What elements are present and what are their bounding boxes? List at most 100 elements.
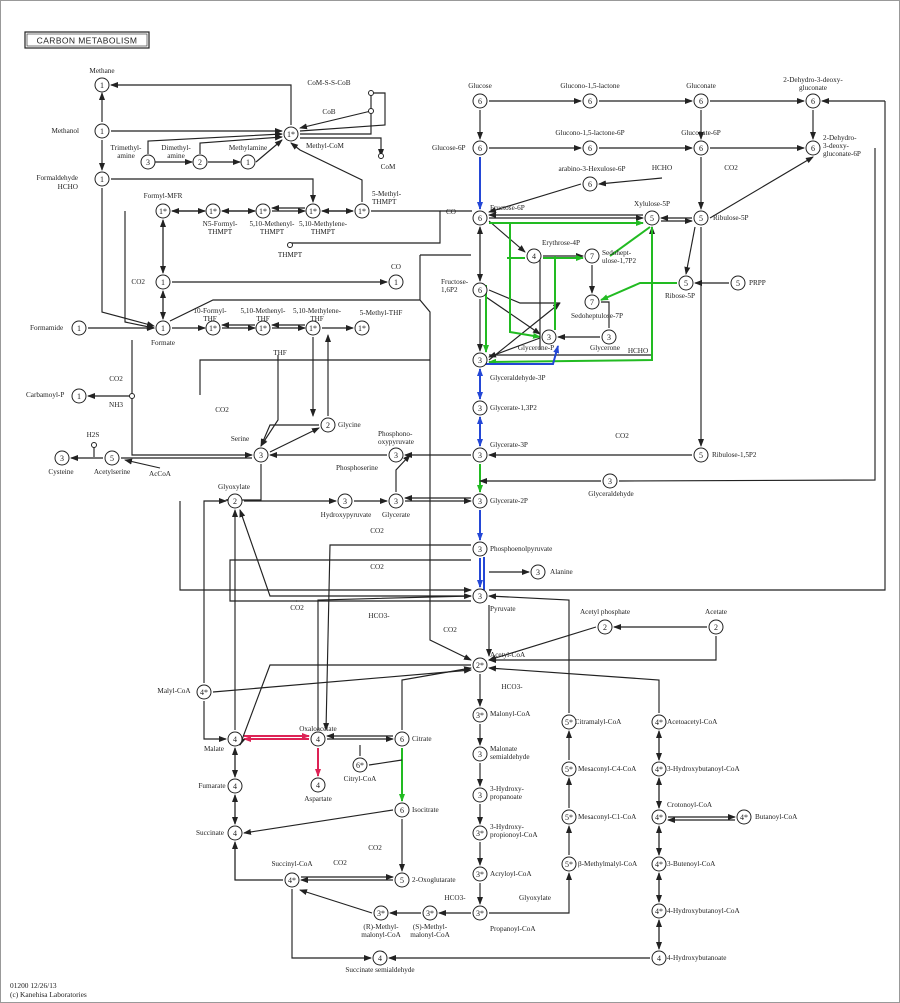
enzyme-node-r5p[interactable]: 5: [678, 275, 694, 291]
enzyme-node-methylamine[interactable]: 1: [240, 154, 256, 170]
enzyme-node-f6p[interactable]: 6: [472, 210, 488, 226]
enzyme-node-formamide[interactable]: 1: [71, 320, 87, 336]
node-circle: [472, 657, 488, 673]
enzyme-node-glyald[interactable]: 3: [602, 473, 618, 489]
enzyme-node-acac[interactable]: 4*: [651, 714, 667, 730]
enzyme-node-og[interactable]: 5: [394, 872, 410, 888]
enzyme-node-ssa[interactable]: 4: [372, 950, 388, 966]
enzyme-node-510mle[interactable]: 1*: [305, 203, 321, 219]
enzyme-node-glclac[interactable]: 6: [582, 93, 598, 109]
enzyme-node-gap[interactable]: 3: [472, 352, 488, 368]
enzyme-node-asp[interactable]: 4: [310, 777, 326, 793]
node-circle: [472, 210, 488, 226]
enzyme-node-510mlthf[interactable]: 1*: [305, 320, 321, 336]
enzyme-node-3hbc[interactable]: 4*: [651, 761, 667, 777]
enzyme-node-acser[interactable]: 5: [104, 450, 120, 466]
enzyme-node-msa[interactable]: 3: [472, 746, 488, 762]
enzyme-node-510me[interactable]: 1*: [255, 203, 271, 219]
enzyme-node-acetate[interactable]: 2: [708, 619, 724, 635]
enzyme-node-glycine[interactable]: 2: [320, 417, 336, 433]
enzyme-node-kdg[interactable]: 6: [805, 93, 821, 109]
enzyme-node-formald[interactable]: 1: [94, 171, 110, 187]
node-circle: [354, 203, 370, 219]
enzyme-node-oaa[interactable]: 4: [310, 731, 326, 747]
enzyme-node-prpp[interactable]: 5: [730, 275, 746, 291]
enzyme-node-glyox[interactable]: 2: [227, 493, 243, 509]
enzyme-node-glycerone[interactable]: 3: [601, 329, 617, 345]
enzyme-node-hpyr[interactable]: 3: [337, 493, 353, 509]
enzyme-node-fmfr[interactable]: 1*: [155, 203, 171, 219]
enzyme-node-fumarate[interactable]: 4: [227, 778, 243, 794]
enzyme-node-methanol[interactable]: 1: [94, 123, 110, 139]
enzyme-node-com[interactable]: 1*: [283, 126, 299, 142]
compound-label: NH3: [109, 401, 123, 409]
enzyme-node-4hb[interactable]: 4: [651, 950, 667, 966]
node-label: 4*: [288, 876, 296, 885]
enzyme-node-3hpc[interactable]: 3*: [472, 825, 488, 841]
enzyme-node-dimeth[interactable]: 2: [192, 154, 208, 170]
enzyme-node-5mthmpt[interactable]: 1*: [354, 203, 370, 219]
enzyme-node-10fthf[interactable]: 1*: [205, 320, 221, 336]
enzyme-node-citrate[interactable]: 6: [394, 731, 410, 747]
enzyme-node-cys[interactable]: 3: [54, 450, 70, 466]
enzyme-node-4hbc[interactable]: 4*: [651, 903, 667, 919]
enzyme-node-s17p[interactable]: 7: [584, 248, 600, 264]
enzyme-node-rubp[interactable]: 5: [693, 447, 709, 463]
enzyme-node-crot[interactable]: 4*: [651, 809, 667, 825]
enzyme-node-3pg[interactable]: 3: [472, 447, 488, 463]
enzyme-node-n5f[interactable]: 1*: [205, 203, 221, 219]
enzyme-node-glucose[interactable]: 6: [472, 93, 488, 109]
enzyme-node-phser[interactable]: 3: [388, 447, 404, 463]
enzyme-node-citrylcoa[interactable]: 6*: [352, 757, 368, 773]
enzyme-node-ahex[interactable]: 6: [582, 176, 598, 192]
enzyme-node-malate[interactable]: 4: [227, 731, 243, 747]
enzyme-node-acoa[interactable]: 2*: [472, 657, 488, 673]
enzyme-node-13bpg[interactable]: 3: [472, 400, 488, 416]
enzyme-node-bmm[interactable]: 5*: [561, 856, 577, 872]
enzyme-node-fbp[interactable]: 6: [472, 282, 488, 298]
enzyme-node-propc[interactable]: 3*: [472, 905, 488, 921]
enzyme-node-methane[interactable]: 1: [94, 77, 110, 93]
node-label: 6: [699, 97, 703, 106]
enzyme-node-co[interactable]: 1: [388, 274, 404, 290]
enzyme-node-succ[interactable]: 4: [227, 825, 243, 841]
enzyme-node-butcoa[interactable]: 4*: [736, 809, 752, 825]
enzyme-node-s7p[interactable]: 7: [584, 294, 600, 310]
enzyme-node-ru5p[interactable]: 5: [693, 210, 709, 226]
enzyme-node-e4p[interactable]: 4: [526, 248, 542, 264]
enzyme-node-smm[interactable]: 3*: [422, 905, 438, 921]
enzyme-node-3butc[interactable]: 4*: [651, 856, 667, 872]
enzyme-node-x5p[interactable]: 5: [644, 210, 660, 226]
enzyme-node-mesc1[interactable]: 5*: [561, 809, 577, 825]
enzyme-node-malylcoa[interactable]: 4*: [196, 684, 212, 700]
enzyme-node-acp[interactable]: 2: [597, 619, 613, 635]
enzyme-node-mesc4[interactable]: 5*: [561, 761, 577, 777]
enzyme-node-gluconate[interactable]: 6: [693, 93, 709, 109]
enzyme-node-succoa[interactable]: 4*: [284, 872, 300, 888]
enzyme-node-2pg[interactable]: 3: [472, 493, 488, 509]
enzyme-node-acrc[interactable]: 3*: [472, 866, 488, 882]
enzyme-node-serine[interactable]: 3: [253, 447, 269, 463]
enzyme-node-510methf[interactable]: 1*: [255, 320, 271, 336]
enzyme-node-g6p[interactable]: 6: [472, 140, 488, 156]
enzyme-node-3hp[interactable]: 3: [472, 787, 488, 803]
compound-label: Phosphoenolpyruvate: [490, 545, 552, 553]
enzyme-node-kdpg[interactable]: 6: [805, 140, 821, 156]
enzyme-node-malonylcoa[interactable]: 3*: [472, 707, 488, 723]
enzyme-node-dhap[interactable]: 3: [541, 329, 557, 345]
enzyme-node-5mthf[interactable]: 1*: [354, 320, 370, 336]
enzyme-node-trimeth[interactable]: 3: [140, 154, 156, 170]
enzyme-node-carbp[interactable]: 1: [71, 388, 87, 404]
enzyme-node-formate[interactable]: 1: [155, 320, 171, 336]
enzyme-node-ala[interactable]: 3: [530, 564, 546, 580]
enzyme-node-citmal[interactable]: 5*: [561, 714, 577, 730]
enzyme-node-pyr[interactable]: 3: [472, 588, 488, 604]
enzyme-node-rmm[interactable]: 3*: [373, 905, 389, 921]
enzyme-node-gluc6p[interactable]: 6: [693, 140, 709, 156]
enzyme-node-glycerate[interactable]: 3: [388, 493, 404, 509]
enzyme-node-glclac6p[interactable]: 6: [582, 140, 598, 156]
enzyme-node-co2a[interactable]: 1: [155, 274, 171, 290]
enzyme-node-pep[interactable]: 3: [472, 541, 488, 557]
enzyme-node-isocit[interactable]: 6: [394, 802, 410, 818]
